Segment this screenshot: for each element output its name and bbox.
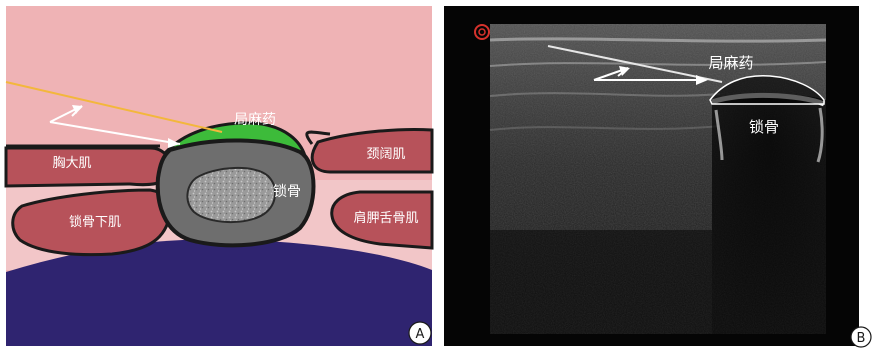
label-pectoralis-major: 胸大肌 [52,156,91,171]
panel-b: 局麻药 锁骨 B [442,0,873,351]
label-clavicle-b: 锁骨 [749,118,779,136]
ultrasound-image [490,24,826,334]
panel-a-letter: A [416,327,425,342]
label-anesthetic-a: 局麻药 [234,112,276,128]
label-anesthetic-b: 局麻药 [708,54,753,72]
panel-b-letter: B [857,331,866,346]
label-clavicle-a: 锁骨 [273,184,301,200]
label-subclavius: 锁骨下肌 [69,214,121,230]
clavicle-marrow [187,168,275,222]
panel-a: 局麻药 胸大肌 颈阔肌 锁骨 锁骨下肌 肩胛舌骨肌 A [0,0,438,351]
label-omohyoid: 肩胛舌骨肌 [353,210,418,226]
label-platysma: 颈阔肌 [366,147,405,162]
